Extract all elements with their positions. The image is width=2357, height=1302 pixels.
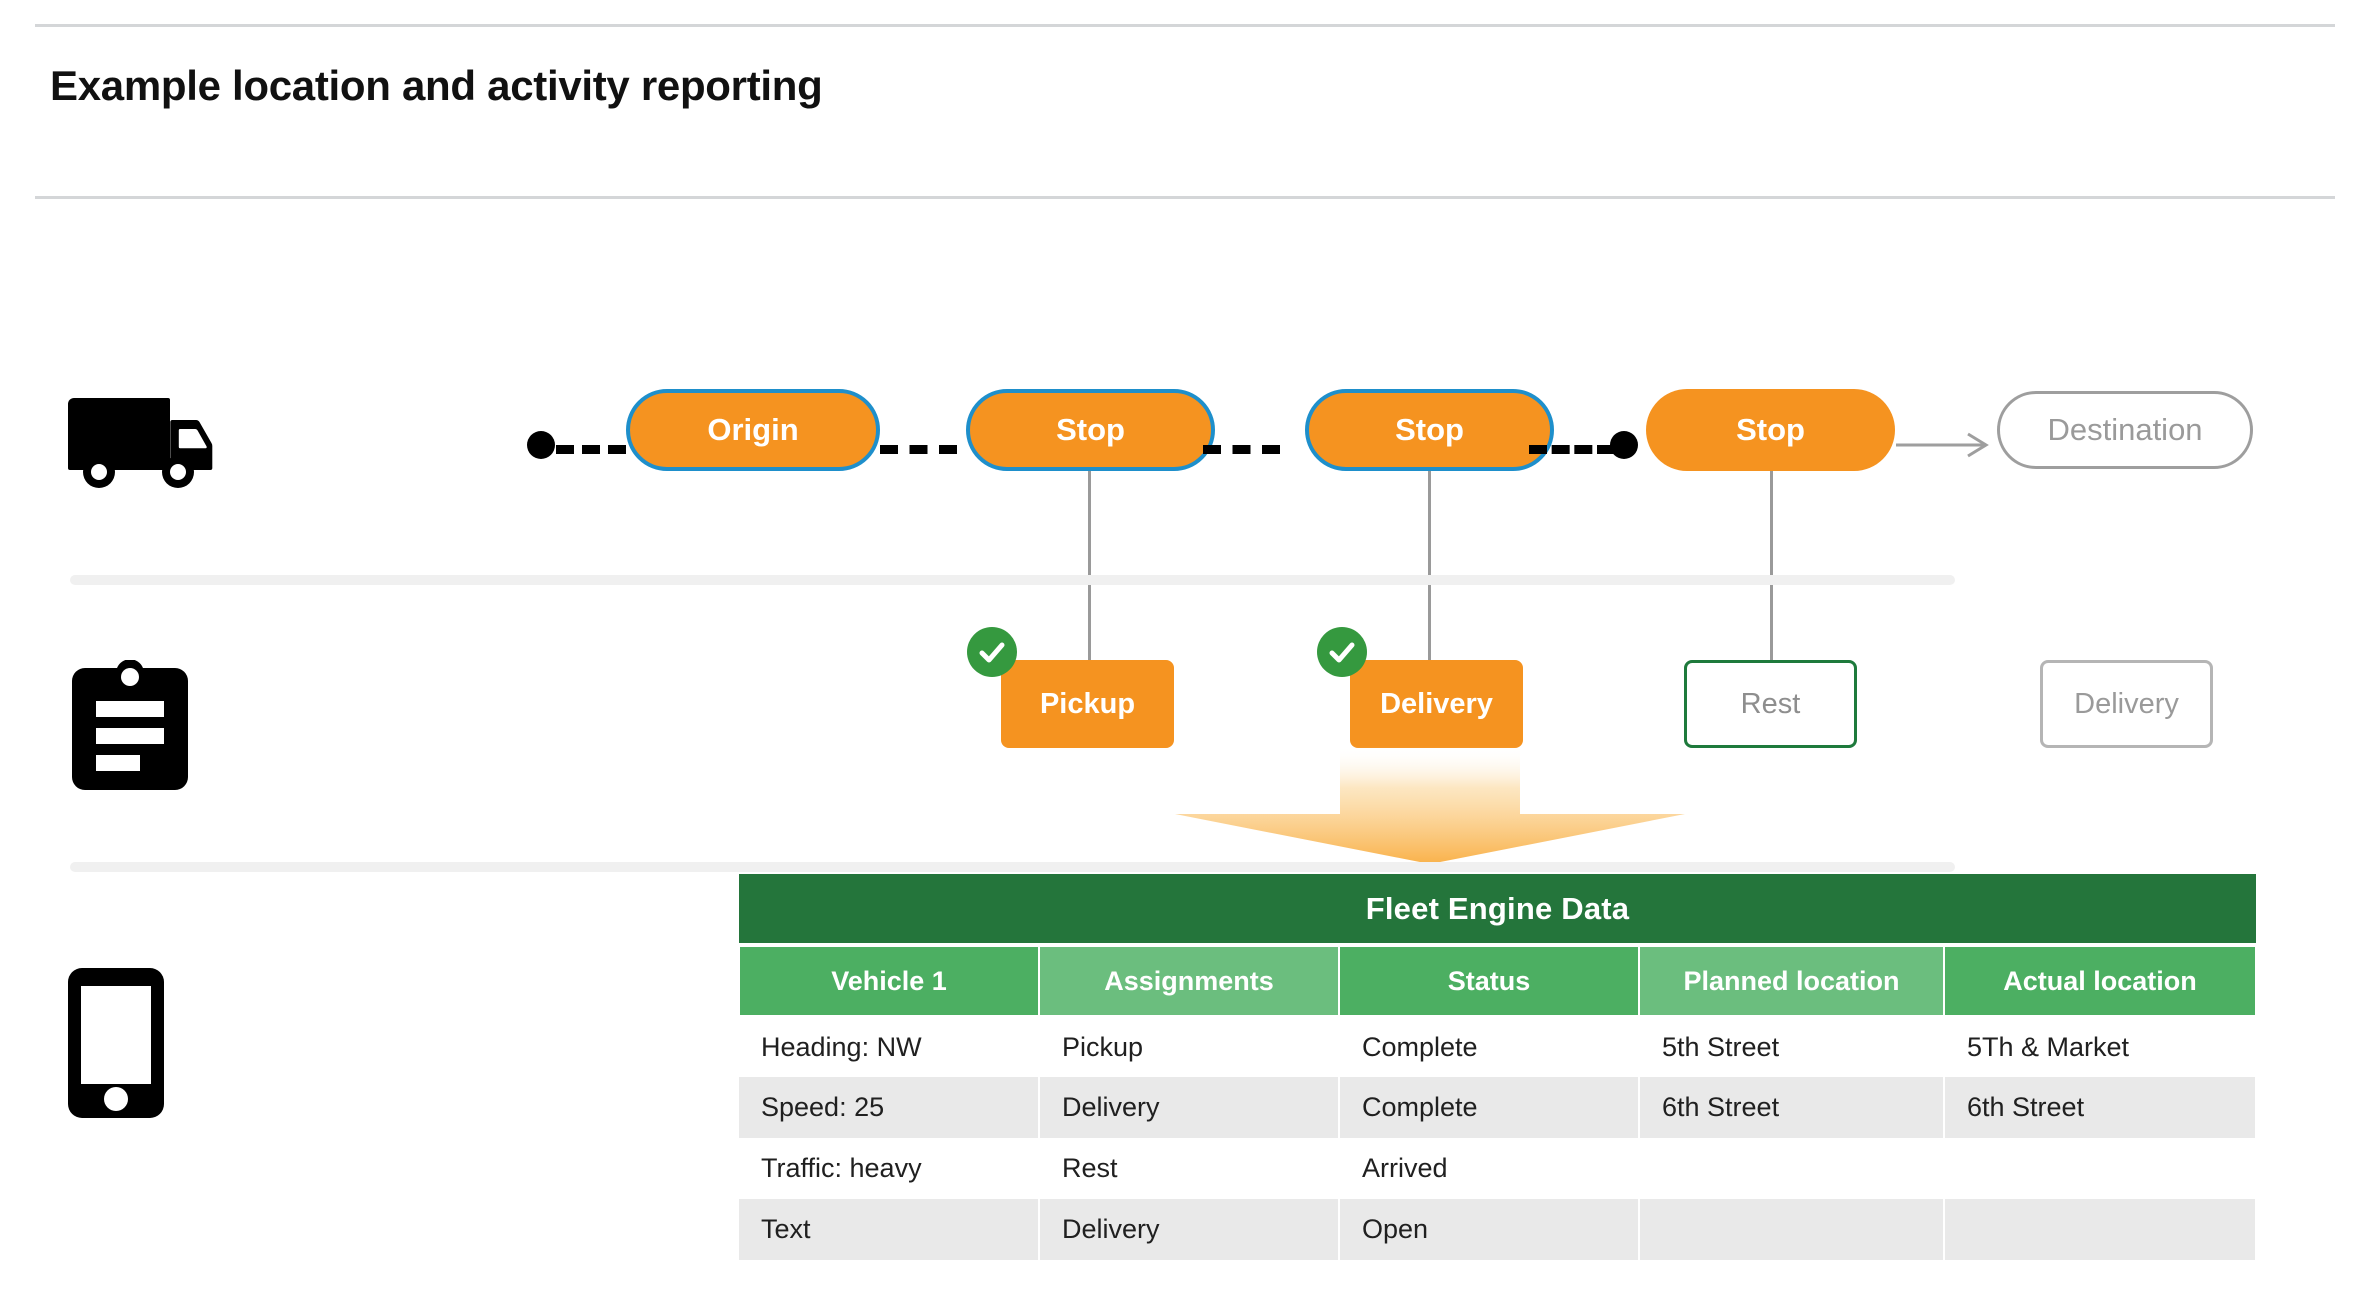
cell-planned-location — [1639, 1138, 1945, 1199]
phone-icon — [68, 968, 164, 1123]
page-title: Example location and activity reporting — [50, 62, 823, 109]
title-divider-rule — [35, 196, 2335, 199]
cell-vehicle: Speed: 25 — [739, 1077, 1040, 1138]
cell-actual-location: 6th Street — [1944, 1077, 2257, 1138]
data-flow-arrow-icon — [1175, 746, 1685, 864]
route-destination[interactable]: Destination — [1997, 391, 2253, 469]
route-stop-2[interactable]: Stop — [1305, 389, 1554, 471]
column-header-vehicle[interactable]: Vehicle 1 — [738, 943, 1040, 1017]
destination-arrow-icon — [1896, 432, 1989, 458]
activity-card-delivery-2[interactable]: Delivery — [2040, 660, 2213, 748]
top-divider-rule — [35, 24, 2335, 27]
check-icon — [967, 627, 1017, 677]
column-header-planned-location[interactable]: Planned location — [1638, 943, 1945, 1017]
route-dash-segment — [1203, 445, 1280, 454]
route-row: Origin Stop Stop Stop Destination — [0, 0, 2357, 580]
route-stop-3[interactable]: Stop — [1646, 389, 1895, 471]
cell-status: Arrived — [1339, 1138, 1640, 1199]
route-mid-dot — [1610, 431, 1638, 459]
cell-actual-location — [1944, 1138, 2257, 1199]
route-dash-segment — [880, 445, 957, 454]
table-title: Fleet Engine Data — [739, 874, 2256, 945]
truck-icon — [68, 398, 213, 493]
cell-assignment: Pickup — [1039, 1016, 1340, 1077]
table-row: Traffic: heavy Rest Arrived — [739, 1138, 2257, 1199]
cell-actual-location — [1944, 1199, 2257, 1260]
route-start-dot — [527, 431, 555, 459]
stop-activity-connector — [1428, 471, 1431, 661]
cell-planned-location: 6th Street — [1639, 1077, 1945, 1138]
cell-assignment: Rest — [1039, 1138, 1340, 1199]
route-dash-segment — [556, 445, 626, 454]
clipboard-icon — [70, 659, 190, 795]
column-header-status[interactable]: Status — [1338, 943, 1640, 1017]
activity-data-divider — [70, 862, 1955, 872]
route-dash-segment — [1529, 445, 1615, 454]
route-stop-origin[interactable]: Origin — [626, 389, 880, 471]
activity-card-rest[interactable]: Rest — [1684, 660, 1857, 748]
cell-actual-location: 5Th & Market — [1944, 1016, 2257, 1077]
cell-planned-location: 5th Street — [1639, 1016, 1945, 1077]
cell-vehicle: Heading: NW — [739, 1016, 1040, 1077]
check-icon — [1317, 627, 1367, 677]
cell-planned-location — [1639, 1199, 1945, 1260]
cell-vehicle: Text — [739, 1199, 1040, 1260]
cell-assignment: Delivery — [1039, 1077, 1340, 1138]
table-header-row: Vehicle 1 Assignments Status Planned loc… — [738, 943, 2257, 1017]
cell-status: Complete — [1339, 1016, 1640, 1077]
stop-activity-connector — [1770, 471, 1773, 661]
route-activity-divider — [70, 575, 1955, 585]
table-row: Heading: NW Pickup Complete 5th Street 5… — [739, 1016, 2257, 1077]
fleet-engine-data-table: Fleet Engine Data Vehicle 1 Assignments … — [738, 874, 2257, 1260]
cell-vehicle: Traffic: heavy — [739, 1138, 1040, 1199]
table-row: Text Delivery Open — [739, 1199, 2257, 1260]
cell-assignment: Delivery — [1039, 1199, 1340, 1260]
column-header-actual-location[interactable]: Actual location — [1943, 943, 2257, 1017]
table-row: Speed: 25 Delivery Complete 6th Street 6… — [739, 1077, 2257, 1138]
route-stop-1[interactable]: Stop — [966, 389, 1215, 471]
cell-status: Complete — [1339, 1077, 1640, 1138]
stop-activity-connector — [1088, 471, 1091, 661]
cell-status: Open — [1339, 1199, 1640, 1260]
activity-card-pickup[interactable]: Pickup — [1001, 660, 1174, 748]
activity-card-delivery-1[interactable]: Delivery — [1350, 660, 1523, 748]
column-header-assignments[interactable]: Assignments — [1038, 943, 1340, 1017]
